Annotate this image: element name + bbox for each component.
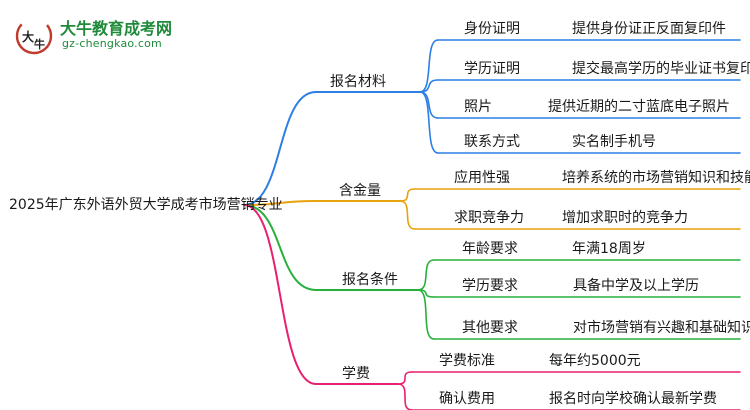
child-value: 提供近期的二寸蓝底电子照片 bbox=[548, 99, 730, 115]
child-value: 提供身份证正反面复印件 bbox=[572, 21, 726, 37]
child-connector bbox=[397, 383, 413, 410]
child-label: 确认费用 bbox=[439, 391, 495, 407]
child-connector bbox=[397, 371, 413, 385]
branch-label: 报名材料 bbox=[330, 74, 386, 90]
site-logo: 大 牛 大牛教育成考网 gz-chengkao.com bbox=[14, 14, 274, 58]
branch-label: 学费 bbox=[342, 366, 370, 382]
child-connector bbox=[419, 39, 439, 93]
mind-map-root-topic: 2025年广东外语外贸大学成考市场营销专业 bbox=[9, 197, 283, 213]
branch-connector bbox=[243, 91, 317, 206]
child-label: 学历证明 bbox=[464, 61, 520, 77]
svg-text:大: 大 bbox=[22, 29, 34, 44]
branch-connector bbox=[243, 200, 317, 206]
child-value: 培养系统的市场营销知识和技能 bbox=[562, 170, 750, 186]
branch-label: 报名条件 bbox=[342, 272, 398, 288]
child-label: 年龄要求 bbox=[462, 241, 518, 257]
child-label: 求职竞争力 bbox=[454, 210, 524, 226]
child-value: 具备中学及以上学历 bbox=[573, 278, 699, 294]
child-label: 学费标准 bbox=[439, 353, 495, 369]
child-value: 提交最高学历的毕业证书复印件 bbox=[572, 61, 750, 77]
branch-connector bbox=[243, 204, 317, 291]
child-connector bbox=[417, 259, 435, 291]
logo-brand-name: 大牛教育成考网 bbox=[60, 19, 173, 38]
logo-site-url: gz-chengkao.com bbox=[62, 37, 162, 50]
child-value: 对市场营销有兴趣和基础知识 bbox=[573, 320, 750, 336]
logo-mark-icon: 大 牛 bbox=[15, 17, 53, 55]
branch-label: 含金量 bbox=[339, 183, 381, 199]
svg-text:牛: 牛 bbox=[34, 37, 45, 51]
child-connector bbox=[417, 289, 435, 340]
child-value: 报名时向学校确认最新学费 bbox=[549, 391, 717, 407]
child-connector bbox=[419, 91, 439, 154]
child-label: 应用性强 bbox=[454, 170, 510, 186]
child-label: 联系方式 bbox=[464, 134, 520, 150]
child-connector bbox=[399, 200, 416, 230]
child-value: 年满18周岁 bbox=[572, 241, 646, 257]
child-value: 实名制手机号 bbox=[572, 134, 656, 150]
branch-connector bbox=[243, 204, 317, 385]
child-label: 照片 bbox=[464, 99, 492, 115]
child-label: 身份证明 bbox=[464, 21, 520, 37]
child-label: 其他要求 bbox=[462, 320, 518, 336]
child-connector bbox=[399, 188, 416, 202]
child-value: 增加求职时的竞争力 bbox=[562, 210, 688, 226]
child-label: 学历要求 bbox=[462, 278, 518, 294]
child-value: 每年约5000元 bbox=[549, 353, 641, 369]
